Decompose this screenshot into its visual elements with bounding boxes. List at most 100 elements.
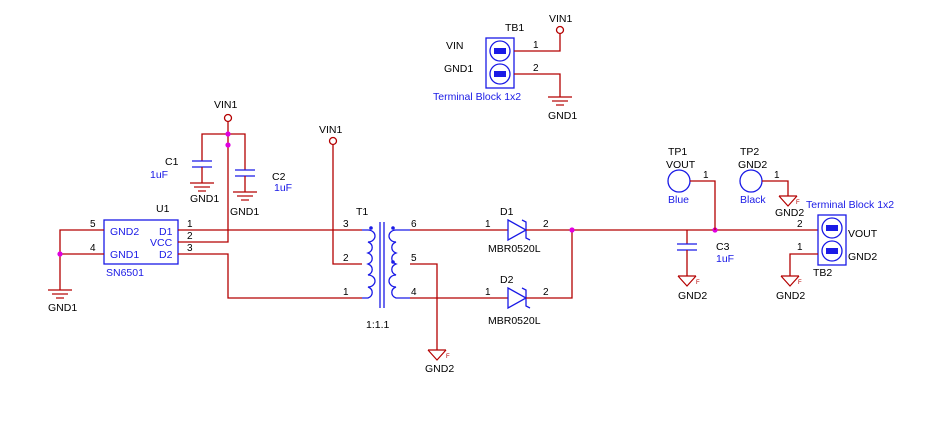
- d2-value: MBR0520L: [488, 315, 541, 327]
- d2-drive-wire: [178, 253, 362, 299]
- terminal-block-tb2: [817, 214, 847, 266]
- d2-pin1: 1: [485, 287, 491, 298]
- u1-pin-gnd2: GND2: [110, 226, 139, 238]
- tp2-net: GND2: [738, 159, 767, 171]
- c3-ref: C3: [716, 241, 730, 253]
- u1-pin3-num: 3: [187, 243, 193, 254]
- u1-pin1-num: 1: [187, 219, 193, 230]
- tb2-pin1: 1: [797, 242, 803, 253]
- u1-value: SN6501: [106, 267, 144, 279]
- u1-pin-vcc: VCC: [150, 237, 173, 249]
- vin-terminal-tb1: [555, 25, 565, 35]
- junction-rectifier: [569, 227, 575, 233]
- tp1-ref: TP1: [668, 146, 687, 158]
- tb2-gnd-flag: F: [798, 280, 802, 286]
- c2-ref: C2: [272, 171, 286, 183]
- tb1-ref: TB1: [505, 22, 524, 34]
- tb2-gnd-wire: [789, 253, 818, 276]
- tb1-gnd1-net: GND1: [548, 110, 577, 122]
- tp2-pin1: 1: [774, 170, 780, 181]
- tp1-net: VOUT: [666, 159, 696, 171]
- tb1-vin-label: VIN: [446, 40, 464, 52]
- c2-value: 1uF: [274, 182, 292, 194]
- c3-gnd2-net: GND2: [678, 290, 707, 302]
- t1-pin4: 4: [411, 287, 417, 298]
- d2-pin2: 2: [543, 287, 549, 298]
- d2-ref: D2: [500, 274, 514, 286]
- tp1-wire: [690, 180, 716, 230]
- transformer-t1: [362, 222, 410, 308]
- ground-symbol-tp2: [778, 195, 798, 207]
- junction-vcc: [225, 142, 231, 148]
- t1-pin1: 1: [343, 287, 349, 298]
- u1-pin5-num: 5: [90, 219, 96, 230]
- c1-value: 1uF: [150, 169, 168, 181]
- ground-symbol-c1: [190, 182, 214, 192]
- ground-symbol-t1: [427, 349, 447, 361]
- ground-symbol-c2: [233, 191, 257, 201]
- vin1-decouple-wire: [201, 122, 246, 170]
- tb2-vout-label: VOUT: [848, 228, 878, 240]
- u1-gnd1-net: GND1: [48, 302, 77, 314]
- c2-gnd1-net: GND1: [230, 206, 259, 218]
- capacitor-c2: [235, 169, 255, 177]
- vin-terminal-t1: [328, 136, 338, 146]
- tb2-ref: TB2: [813, 267, 832, 279]
- terminal-block-tb1: [485, 37, 515, 89]
- t1-pin3: 3: [343, 219, 349, 230]
- tp2-ref: TP2: [740, 146, 759, 158]
- tb2-gnd2-net: GND2: [776, 290, 805, 302]
- u1-pin-gnd1: GND1: [110, 249, 139, 261]
- u1-ref: U1: [156, 203, 170, 215]
- c1-ref: C1: [165, 156, 179, 168]
- tb1-pin2-wire: [514, 73, 561, 97]
- ground-symbol-c3: [677, 275, 697, 287]
- d1-value: MBR0520L: [488, 243, 541, 255]
- tp2-color: Black: [740, 194, 766, 206]
- d1-ref: D1: [500, 206, 514, 218]
- testpoint-tp2: [739, 169, 763, 193]
- tb1-pin2: 2: [533, 63, 539, 74]
- vin-terminal-u1: [223, 113, 233, 123]
- t1-pin5: 5: [411, 253, 417, 264]
- capacitor-c1: [192, 160, 212, 168]
- ground-symbol-tb1: [548, 96, 572, 106]
- t1-pin2: 2: [343, 253, 349, 264]
- tp2-gnd-flag: F: [796, 200, 800, 206]
- t1-ref: T1: [356, 206, 368, 218]
- tb1-pin1-wire: [514, 34, 561, 52]
- c1-gnd1-net: GND1: [190, 193, 219, 205]
- u1-pin-d2: D2: [159, 249, 173, 261]
- tb1-pin1: 1: [533, 40, 539, 51]
- d1-pin2: 2: [543, 219, 549, 230]
- d2-cathode-wire: [526, 230, 573, 299]
- t1-ratio: 1:1.1: [366, 319, 390, 331]
- capacitor-c3: [677, 243, 697, 251]
- tp1-color: Blue: [668, 194, 689, 206]
- tb2-gnd2-label: GND2: [848, 251, 877, 263]
- junction-vin1-top: [225, 131, 231, 137]
- ground-symbol-tb2: [780, 275, 800, 287]
- d1-pin1: 1: [485, 219, 491, 230]
- u1-pin-d1: D1: [159, 226, 173, 238]
- u1-pin2-num: 2: [187, 231, 193, 242]
- u1-pin4-num: 4: [90, 243, 96, 254]
- tb1-value: Terminal Block 1x2: [433, 91, 521, 103]
- t1-pin5-wire: [410, 263, 438, 350]
- testpoint-tp1: [667, 169, 691, 193]
- vcc-wire: [178, 134, 229, 243]
- tp2-gnd2-net: GND2: [775, 207, 804, 219]
- tp1-pin1: 1: [703, 170, 709, 181]
- tb1-vin-net: VIN1: [549, 13, 573, 25]
- c3-gnd-flag: F: [696, 280, 700, 286]
- tb2-value: Terminal Block 1x2: [806, 199, 894, 211]
- ground-symbol-u1: [48, 289, 72, 299]
- u1-vin-net: VIN1: [214, 99, 238, 111]
- tp2-wire: [762, 180, 789, 196]
- c3-value: 1uF: [716, 253, 734, 265]
- t1-gnd-flag: F: [446, 354, 450, 360]
- t1-vin-net: VIN1: [319, 124, 343, 136]
- u1-gnd-wire: [59, 229, 104, 290]
- tb2-pin2: 2: [797, 219, 803, 230]
